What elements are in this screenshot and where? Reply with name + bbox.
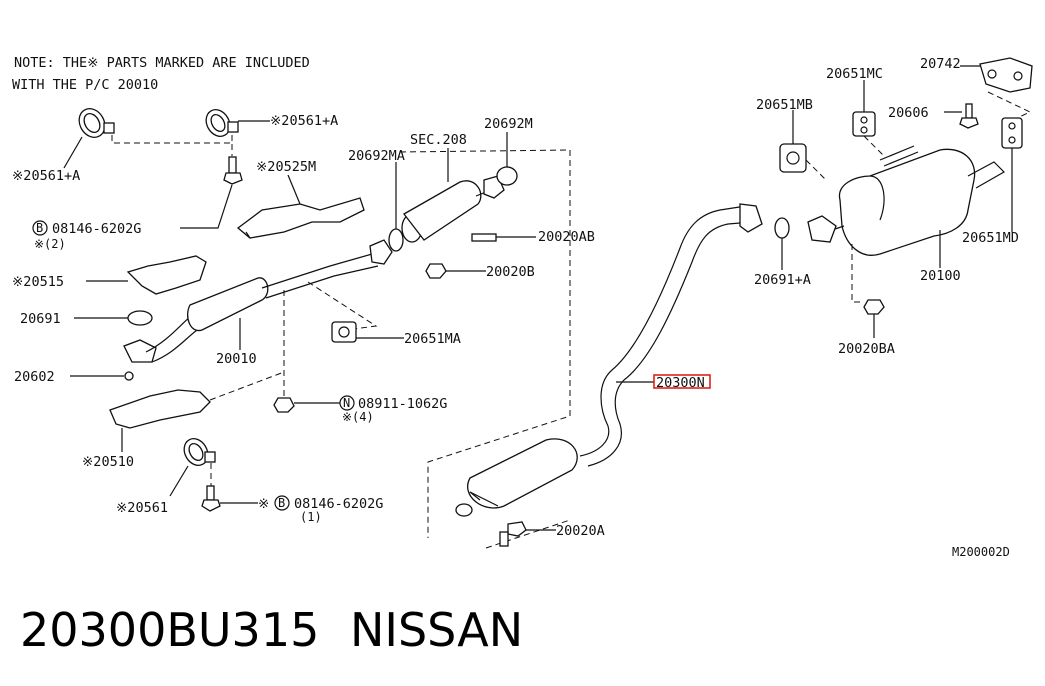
label-20691: 20691: [20, 311, 61, 327]
marker-b-top: B: [36, 221, 43, 235]
label-20651ma: 20651MA: [404, 331, 461, 347]
mount-20651md-part[interactable]: [1001, 117, 1023, 149]
label-20100: 20100: [920, 268, 961, 284]
label-20020ab: 20020AB: [538, 229, 595, 245]
label-20606: 20606: [888, 105, 929, 121]
nut-20020b-part[interactable]: [425, 263, 447, 279]
bolt-20606-part[interactable]: [959, 103, 979, 129]
bolt-08146-top-part[interactable]: [223, 156, 243, 185]
label-20651mc: 20651MC: [826, 66, 883, 82]
brand-name: NISSAN: [350, 603, 523, 657]
label-20561: ※20561: [116, 500, 168, 516]
mount-20651mb-part[interactable]: [779, 143, 807, 173]
clamp-20561-bottom-part[interactable]: [179, 434, 216, 469]
flange-20100-part[interactable]: [807, 215, 837, 243]
label-20692m: 20692M: [484, 116, 533, 132]
clamp-20561a-left-part[interactable]: [74, 104, 115, 142]
label-08146-top-qty: ※(2): [34, 237, 66, 251]
stud-20020ab-part[interactable]: [471, 233, 497, 242]
label-08146-top: 08146-6202G: [52, 221, 141, 237]
label-20010: 20010: [216, 351, 257, 367]
bolt-08146-bottom-part[interactable]: [201, 485, 221, 512]
bracket-20742-part[interactable]: [979, 57, 1033, 93]
label-20020b: 20020B: [486, 264, 535, 280]
label-20561a-left: ※20561+A: [12, 168, 80, 184]
nut-20020ba-part[interactable]: [863, 299, 885, 315]
heat-shield-20525m-part[interactable]: [236, 197, 365, 239]
label-20510: ※20510: [82, 454, 134, 470]
marker-b-bottom: B: [278, 496, 285, 510]
reference-code: M200002D: [952, 545, 1010, 559]
clamp-20561a-top-part[interactable]: [201, 105, 239, 140]
main-muffler-20100-part[interactable]: [825, 145, 1005, 256]
label-08146-bottom: 08146-6202G: [294, 496, 383, 512]
catalytic-converter-sec208-part[interactable]: [401, 175, 505, 243]
heat-shield-20515-part[interactable]: [126, 255, 207, 295]
highlight-20300n: [653, 374, 711, 389]
part-number: 20300BU315: [20, 603, 319, 657]
gasket-20692m-part[interactable]: [496, 166, 518, 186]
label-20742: 20742: [920, 56, 961, 72]
label-08911-qty: ※(4): [342, 410, 374, 424]
label-20525m: ※20525M: [256, 159, 316, 175]
tail-pipe-20300n-part[interactable]: [455, 203, 763, 517]
label-20300n: 20300N: [656, 375, 705, 391]
note-line-2: WITH THE P/C 20010: [12, 77, 158, 93]
gasket-20691a-part[interactable]: [774, 217, 790, 239]
mount-20651ma-part[interactable]: [331, 321, 357, 343]
label-sec208: SEC.208: [410, 132, 467, 148]
label-08146-bottom-qty: (1): [300, 510, 322, 524]
gasket-20691-part[interactable]: [127, 310, 153, 326]
nut-08911-part[interactable]: [273, 397, 295, 413]
front-tube-20010-part[interactable]: [123, 239, 393, 363]
label-20651md: 20651MD: [962, 230, 1019, 246]
label-20692ma: 20692MA: [348, 148, 405, 164]
mount-20651mc-part[interactable]: [852, 111, 876, 137]
nut-20602-part[interactable]: [124, 371, 134, 381]
marker-n-mid: N: [343, 396, 350, 410]
note-line-1: NOTE: THE※ PARTS MARKED ARE INCLUDED: [14, 55, 310, 71]
bolt-20020a-part[interactable]: [499, 521, 527, 547]
heat-shield-20510-part[interactable]: [109, 389, 211, 429]
marker-star-bottom: ※: [258, 496, 269, 512]
label-20561a-top: ※20561+A: [270, 113, 338, 129]
label-20020a: 20020A: [556, 523, 605, 539]
label-20515: ※20515: [12, 274, 64, 290]
label-20651mb: 20651MB: [756, 97, 813, 113]
gasket-20692ma-part[interactable]: [388, 228, 404, 252]
label-08911: 08911-1062G: [358, 396, 447, 412]
label-20020ba: 20020BA: [838, 341, 895, 357]
label-20602: 20602: [14, 369, 55, 385]
label-20691a: 20691+A: [754, 272, 811, 288]
